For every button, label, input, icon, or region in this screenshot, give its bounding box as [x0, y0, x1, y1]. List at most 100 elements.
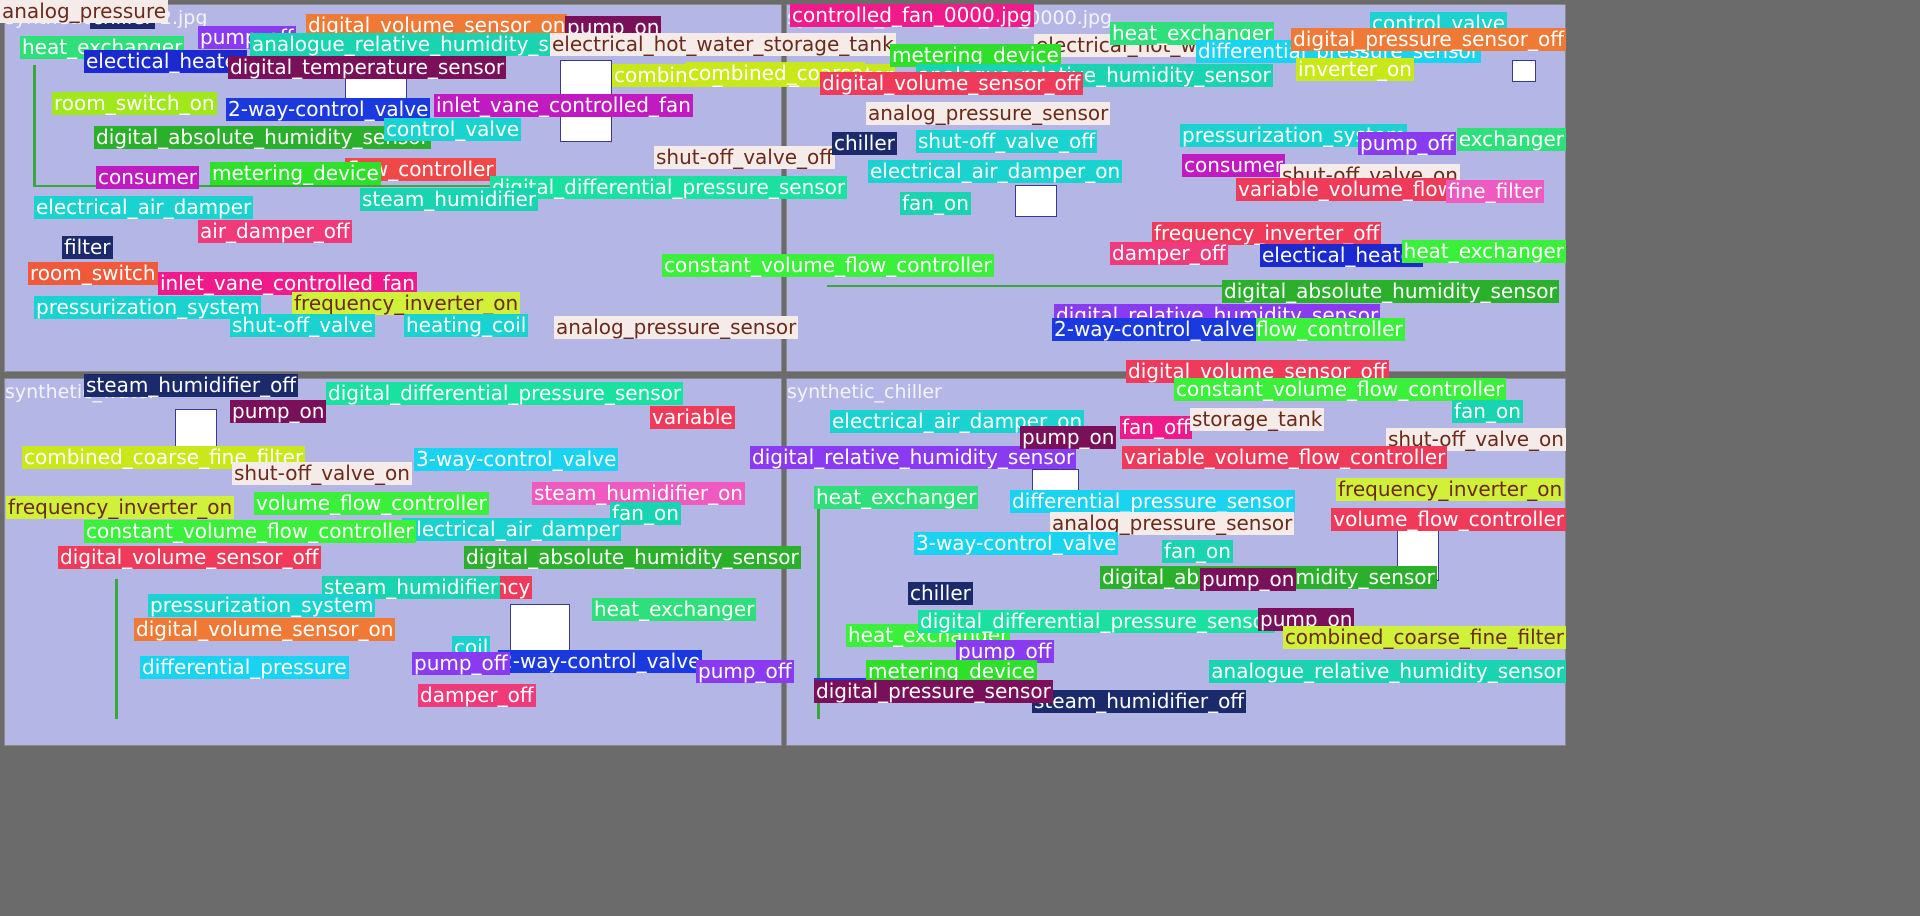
annotation-label: frequency_inverter_on — [1336, 477, 1565, 501]
annotation-label: storage_tank — [1190, 407, 1325, 431]
annotation-label: pressurization_system — [34, 295, 262, 319]
annotation-label: heat_exchanger — [1110, 21, 1275, 45]
annotation-label: shut-off_valve_off — [654, 145, 836, 169]
annotation-label: analog_pressure — [0, 0, 169, 23]
annotation-label: flow_controller — [345, 157, 496, 181]
annotation-label: constant_volume_flow_controller — [662, 253, 994, 277]
annotation-label: digital_relative_humidity_sensor — [750, 445, 1077, 469]
annotation-label: digital_differential_pressure_sensor — [326, 381, 684, 405]
annotation-label: volume_flow_controller — [254, 491, 489, 515]
annotation-label: differential_pressure — [140, 655, 349, 679]
annotation-label: pump_on — [230, 399, 327, 423]
annotation-label: differential_pressure_sensor — [1010, 489, 1295, 513]
annotation-label: damper_off — [418, 683, 536, 707]
annotation-label: air_damper_off — [198, 219, 352, 243]
annotation-label: chiller — [832, 131, 897, 155]
annotation-label: digital_absolute_humidity_sensor — [1222, 279, 1559, 303]
annotation-label: digital_differential_pressure_sensor — [918, 609, 1276, 633]
schematic-pipe — [33, 185, 773, 187]
annotation-label: electrical_hot_water_storage_tank — [550, 32, 896, 56]
annotation-label: fan_on — [1162, 539, 1233, 563]
annotation-label: shut-off_valve — [230, 313, 376, 337]
annotation-label: electical_heater — [84, 49, 247, 73]
annotation-label: fan_on — [610, 501, 681, 525]
annotation-label: pump_on — [1020, 425, 1117, 449]
annotation-label: analog_pressure_sensor — [866, 101, 1111, 125]
annotation-label: digital_volume_sensor_off — [1126, 359, 1389, 383]
annotation-label: steam_humidifier_off — [1032, 689, 1247, 713]
annotation-label: pump_on — [1200, 567, 1297, 591]
annotation-label: room_switch_on — [52, 91, 217, 115]
annotation-label: digital_pressure_sensor_off — [1291, 27, 1566, 51]
annotation-label: analog_pressure_sensor — [1050, 511, 1295, 535]
annotation-label: fine_filter — [1446, 179, 1545, 203]
annotation-label: pump_off — [412, 651, 510, 675]
annotation-label: electical_heater — [1260, 243, 1423, 267]
annotation-label: steam_humidifier — [360, 187, 539, 211]
annotation-label: 2-way-control_valve — [1052, 317, 1257, 341]
annotation-label: heat_exchanger — [592, 597, 757, 621]
annotation-label: variable — [650, 405, 735, 429]
annotation-label: fan_off — [1120, 415, 1192, 439]
annotation-label: digital_temperature_sensor — [228, 55, 507, 79]
annotation-label: pump_off — [696, 659, 794, 683]
annotation-label: 3-way-control_valve — [914, 531, 1119, 555]
annotation-label: consumer — [1182, 153, 1286, 177]
annotation-label: frequency_inverter_on — [292, 291, 521, 315]
schematic-pipe — [33, 65, 36, 185]
annotation-label: analog_pressure_sensor — [554, 315, 799, 339]
annotation-label: volume_flow_controller — [1331, 507, 1566, 531]
annotation-label: fan_on — [1452, 399, 1523, 423]
annotation-label: electrical_air_damper_on — [868, 159, 1123, 183]
annotation-label: 2-way-control_valve — [498, 649, 703, 673]
annotation-label: flow_controller — [1254, 317, 1405, 341]
annotation-label: steam_humidifier_off — [84, 373, 299, 397]
annotation-label: pump_off — [1358, 131, 1456, 155]
schematic-box — [1015, 185, 1057, 217]
annotation-label: exchanger — [1456, 127, 1566, 151]
annotation-label: digital_pressure_sensor — [814, 679, 1053, 703]
annotation-label: inverter_on — [1296, 57, 1414, 81]
annotation-label: constant_volume_flow_controller — [1174, 377, 1506, 401]
annotation-label: digital_volume_sensor_off — [820, 71, 1083, 95]
annotation-label: room_switch — [28, 261, 158, 285]
annotation-label: pump_off — [956, 639, 1054, 663]
annotation-label: digital_volume_sensor_off — [58, 545, 321, 569]
annotation-label: 3-way-control_valve — [414, 447, 619, 471]
annotation-label: digital_volume_sensor_on — [306, 13, 568, 37]
annotation-label: analogue_relative_humidity_sensor — [250, 32, 607, 56]
annotation-label: digital_differential_pressure_sensor — [490, 175, 848, 199]
annotation-label: analogue_relative_humidity_sensor — [1209, 659, 1566, 683]
annotation-label: heat_exchanger — [1401, 239, 1566, 263]
annotation-label: variable_volume_flow_controller — [1122, 445, 1448, 469]
annotation-label: heating_coil — [404, 313, 529, 337]
annotation-label: inlet_vane_controlled_fan — [434, 93, 693, 117]
annotation-label: frequency_inverter_off — [1152, 221, 1382, 245]
annotation-label: inlet_vane_controlled_fan — [158, 271, 417, 295]
annotation-label: metering_device — [866, 659, 1037, 683]
annotation-label: consumer — [96, 165, 200, 189]
annotation-label: electrical_air_damper — [402, 517, 622, 541]
annotation-label: pressurization_system — [148, 593, 376, 617]
file-name: synthetic_chiller — [787, 381, 942, 403]
annotation-label: metering_device — [890, 43, 1061, 67]
annotation-label: metering_device — [210, 161, 381, 185]
annotation-label: digital_volume_sensor_on — [134, 617, 396, 641]
annotation-label: control_valve — [384, 117, 522, 141]
annotation-label: 2-way-control_valve — [226, 97, 431, 121]
annotation-label: damper_off — [1110, 241, 1228, 265]
schematic-box — [1512, 60, 1536, 82]
annotation-label: electrical_air_damper — [34, 195, 254, 219]
annotation-label: fan_on — [900, 191, 971, 215]
annotation-label: shut-off_valve_on — [1386, 427, 1566, 451]
annotation-label: controlled_fan_0000.jpg — [790, 3, 1035, 27]
annotation-label: filter — [62, 235, 113, 259]
annotation-label: frequency_inverter_on — [6, 495, 235, 519]
annotation-label: steam_humidifier — [322, 575, 501, 599]
annotation-label: variable_volume_flow — [1236, 177, 1456, 201]
schematic-pipe — [115, 579, 118, 719]
annotation-label: digital_absolute_humidity_sensor — [94, 125, 431, 149]
annotation-label: shut-off_valve_off — [916, 129, 1098, 153]
annotation-label: digital_absolute_humidity_sensor — [464, 545, 801, 569]
annotation-label: pump_on — [1258, 607, 1355, 631]
